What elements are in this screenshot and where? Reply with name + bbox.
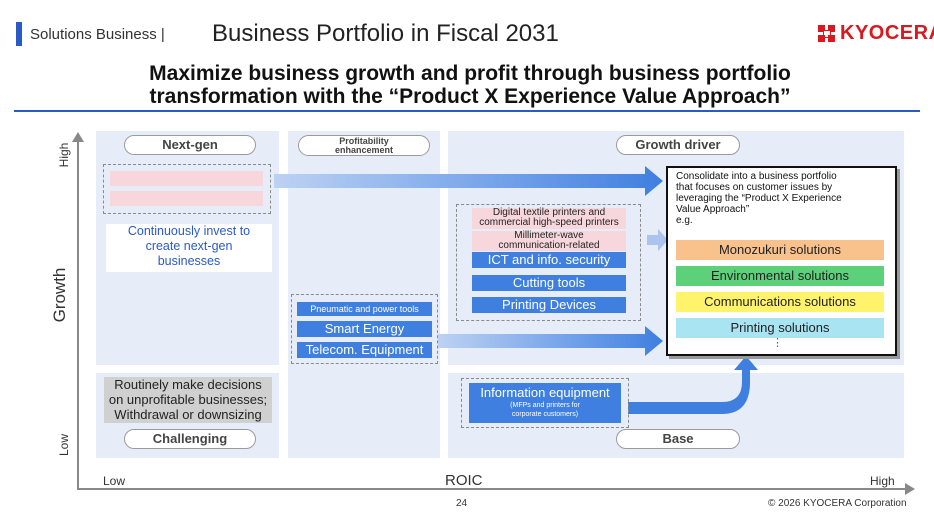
printing-solutions: Printing solutions xyxy=(676,318,884,338)
consolidate-line-3: leveraging the “Product X Experience xyxy=(676,193,842,204)
profitability-pill: Profitability enhancement xyxy=(298,135,430,156)
x-axis-low: Low xyxy=(103,474,126,488)
next-gen-text-line-2: create next-gen xyxy=(145,239,233,253)
challenging-pill: Challenging xyxy=(124,429,256,449)
consolidate-line-5: e.g. xyxy=(676,215,693,226)
next-gen-text: Continuously invest to create next-gen b… xyxy=(106,224,272,272)
smart-energy: Smart Energy xyxy=(297,321,432,337)
headline-line-1: Maximize business growth and profit thro… xyxy=(149,62,791,85)
y-axis xyxy=(77,140,79,490)
millimeter-wave-line-2: communication-related xyxy=(498,240,600,251)
consolidate-line-4: Value Approach” xyxy=(676,204,750,215)
next-gen-text-line-1: Continuously invest to xyxy=(127,224,251,238)
consolidate-text: Consolidate into a business portfolio th… xyxy=(676,171,892,226)
logo-text: KYOCERA xyxy=(840,22,934,44)
next-gen-arrow xyxy=(274,166,663,196)
printing-devices: Printing Devices xyxy=(472,297,626,313)
headline-line-2: transformation with the “Product X Exper… xyxy=(149,85,791,108)
consolidate-line-1: Consolidate into a business portfolio xyxy=(676,171,837,182)
challenging-line-3: Withdrawal or downsizing xyxy=(114,407,262,422)
section-label: Solutions Business | xyxy=(30,26,165,43)
millimeter-wave-line-1: Millimeter-wave xyxy=(514,230,584,241)
profitability-pill-line-2: enhancement xyxy=(334,145,394,155)
more-ellipsis: ⋮ xyxy=(772,337,783,349)
millimeter-wave: Millimeter-wave communication-related xyxy=(472,231,626,251)
challenging-line-2: on unprofitable businesses; xyxy=(108,392,268,407)
information-equipment-title: Information equipment xyxy=(480,385,610,400)
x-axis-high: High xyxy=(870,474,895,488)
x-axis-arrow-icon xyxy=(905,483,915,495)
consolidate-line-2: that focuses on customer issues by xyxy=(676,182,833,193)
growth-driver-arrow xyxy=(647,229,668,251)
digital-textile-printers: Digital textile printers and commercial … xyxy=(472,208,626,229)
growth-driver-dashed-box xyxy=(456,204,641,321)
next-gen-dashed-box xyxy=(103,164,271,214)
digital-textile-line-1: Digital textile printers and xyxy=(492,207,606,218)
y-axis-arrow-icon xyxy=(72,132,84,142)
profitability-pill-line-1: Profitability xyxy=(339,136,389,146)
profitability-arrow xyxy=(438,326,663,356)
x-axis xyxy=(77,488,907,490)
copyright: © 2026 KYOCERA Corporation xyxy=(768,498,907,509)
next-gen-text-line-3: businesses xyxy=(157,254,221,268)
base-arrow xyxy=(628,356,758,414)
consolidate-box: Consolidate into a business portfolio th… xyxy=(666,166,897,356)
cutting-tools: Cutting tools xyxy=(472,275,626,291)
base-dashed-box xyxy=(461,378,629,428)
base-pill: Base xyxy=(616,429,740,449)
profitability-dashed-box xyxy=(291,294,438,364)
next-gen-pill: Next-gen xyxy=(124,135,256,155)
communications-solutions: Communications solutions xyxy=(676,292,884,312)
accent-bar xyxy=(16,22,22,46)
x-axis-label: ROIC xyxy=(445,472,483,489)
information-equipment-sub-2: corporate customers) xyxy=(511,411,579,418)
information-equipment: Information equipment (MFPs and printers… xyxy=(469,383,621,423)
ict-info-security: ICT and info. security xyxy=(472,252,626,268)
page-number: 24 xyxy=(456,498,468,509)
headline: Maximize business growth and profit thro… xyxy=(40,62,900,108)
monozukuri-solutions: Monozukuri solutions xyxy=(676,240,884,260)
environmental-solutions: Environmental solutions xyxy=(676,266,884,286)
information-equipment-sub-1: (MFPs and printers for xyxy=(510,402,580,409)
slide-title: Business Portfolio in Fiscal 2031 xyxy=(212,20,559,47)
pneumatic-power-tools: Pneumatic and power tools xyxy=(297,302,432,316)
kyocera-logo: KYOCERA xyxy=(818,22,934,45)
digital-textile-line-2: commercial high-speed printers xyxy=(479,217,619,228)
headline-rule xyxy=(14,110,920,112)
kyocera-logo-icon xyxy=(818,24,836,43)
growth-driver-pill: Growth driver xyxy=(616,135,740,155)
next-gen-placeholder-1 xyxy=(110,171,263,186)
next-gen-placeholder-2 xyxy=(110,191,263,206)
challenging-text: Routinely make decisions on unprofitable… xyxy=(104,377,272,423)
challenging-line-1: Routinely make decisions xyxy=(114,377,262,392)
telecom-equipment: Telecom. Equipment xyxy=(297,342,432,358)
